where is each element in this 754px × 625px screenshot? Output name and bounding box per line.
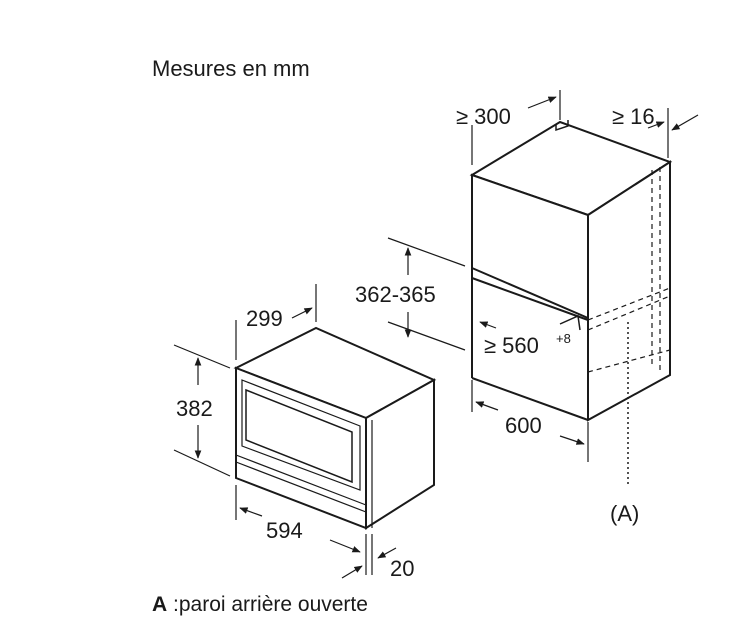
cabinet-opening-depth-label: ≥ 560 <box>484 333 539 358</box>
cabinet-drawing <box>469 120 673 485</box>
cabinet-depth-label: ≥ 300 <box>456 104 511 129</box>
diagram-title: Mesures en mm <box>152 56 310 81</box>
appliance-dimensions <box>173 284 397 579</box>
footnote: A :paroi arrière ouverte <box>152 593 368 617</box>
appliance-width-label: 594 <box>266 518 303 543</box>
cabinet-marker-label: (A) <box>610 501 639 526</box>
cabinet-dimensions <box>387 90 699 462</box>
appliance-window <box>245 388 353 484</box>
appliance-front-face <box>235 366 367 530</box>
cabinet-opening-height-label: 362-365 <box>355 282 436 307</box>
footnote-text: :paroi arrière ouverte <box>173 593 368 616</box>
appliance-front-thickness-label: 20 <box>390 556 414 581</box>
cabinet-width-label: 600 <box>505 413 542 438</box>
appliance-depth-label: 299 <box>246 306 283 331</box>
cabinet-opening-depth-tolerance: +8 <box>556 331 571 346</box>
appliance-drawing <box>233 326 437 530</box>
appliance-height-label: 382 <box>176 396 213 421</box>
footnote-key: A <box>152 593 168 616</box>
cabinet-side-clearance-label: ≥ 16 <box>612 104 655 129</box>
